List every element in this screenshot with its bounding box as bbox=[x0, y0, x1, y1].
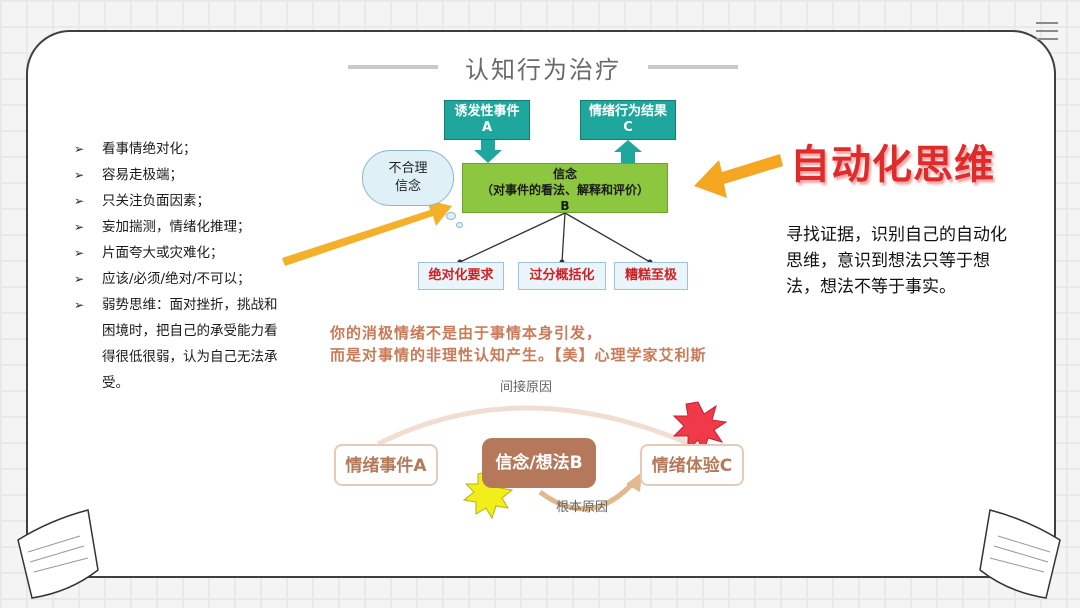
bullet-item: 片面夸大或灾难化； bbox=[72, 240, 286, 266]
page-title: 认知行为治疗 bbox=[465, 56, 621, 84]
belief-b-letter: B bbox=[560, 199, 570, 213]
title-line-left bbox=[348, 65, 438, 69]
result-c-box: 情绪行为结果 C bbox=[580, 100, 676, 140]
indirect-cause-label: 间接原因 bbox=[500, 380, 553, 395]
bullet-item: 看事情绝对化； bbox=[72, 136, 286, 162]
corner-paper-right bbox=[979, 509, 1061, 599]
event-a-title: 诱发性事件 bbox=[454, 104, 520, 119]
belief-b-title: 信念 bbox=[552, 167, 577, 181]
right-paragraph: 寻找证据，识别自己的自动化思维，意识到想法只等于想法，想法不等于事实。 bbox=[786, 225, 1007, 297]
bullet-item: 妄加揣测，情绪化推理； bbox=[72, 214, 286, 240]
result-c-letter: C bbox=[623, 120, 633, 135]
arrow-b-to-c bbox=[614, 140, 642, 163]
automatic-thinking-title: 自动化思维 bbox=[790, 142, 995, 188]
root-cause-arc bbox=[538, 480, 636, 512]
quote-line-1: 你的消极情绪不是由于事情本身引发， bbox=[330, 324, 603, 342]
bullet-item: 弱势思维：面对挫折，挑战和困境时，把自己的承受能力看得很低很弱，认为自己无法承受… bbox=[72, 292, 286, 396]
root-cause-label: 根本原因 bbox=[556, 500, 609, 515]
indirect-cause-arc bbox=[376, 405, 691, 447]
cloud-bubble bbox=[446, 212, 456, 220]
belief-thought-box: 信念/想法B bbox=[482, 438, 596, 488]
emotion-event-box: 情绪事件A bbox=[334, 444, 438, 486]
belief-b-box: 信念 （对事件的看法、解释和评价） B bbox=[462, 163, 668, 213]
bullet-list: 看事情绝对化； 容易走极端； 只关注负面因素； 妄加揣测，情绪化推理； 片面夸大… bbox=[72, 136, 286, 396]
orange-arrow-left bbox=[282, 200, 452, 266]
arrow-a-to-b bbox=[474, 140, 502, 163]
branch-line-right bbox=[564, 212, 651, 263]
irrational-belief-cloud: 不合理 信念 bbox=[362, 150, 454, 206]
branch-line-mid bbox=[561, 212, 566, 263]
cloud-line-1: 不合理 bbox=[388, 161, 428, 176]
bullet-item: 应该/必须/绝对/不可以； bbox=[72, 266, 286, 292]
event-a-letter: A bbox=[481, 120, 493, 135]
overgeneralization-box: 过分概括化 bbox=[518, 262, 606, 290]
belief-b-subtitle: （对事件的看法、解释和评价） bbox=[480, 183, 649, 197]
result-c-title: 情绪行为结果 bbox=[588, 104, 667, 119]
orange-arrow-right bbox=[694, 154, 783, 198]
absolute-demand-box: 绝对化要求 bbox=[418, 262, 504, 290]
corner-paper-left bbox=[17, 509, 99, 599]
catastrophizing-box: 糟糕至极 bbox=[614, 262, 688, 290]
event-a-box: 诱发性事件 A bbox=[444, 100, 530, 140]
quote-line-2: 而是对事情的非理性认知产生。【美】心理学家艾利斯 bbox=[330, 346, 707, 364]
title-line-right bbox=[648, 65, 738, 69]
cloud-bubble bbox=[456, 222, 463, 228]
menu-icon[interactable] bbox=[1036, 22, 1058, 44]
branch-line-left bbox=[459, 212, 566, 263]
bullet-item: 容易走极端； bbox=[72, 162, 286, 188]
bullet-item: 只关注负面因素； bbox=[72, 188, 286, 214]
emotion-experience-box: 情绪体验C bbox=[640, 444, 744, 486]
cloud-line-2: 信念 bbox=[394, 179, 421, 194]
title-bar: 认知行为治疗 bbox=[348, 46, 738, 86]
